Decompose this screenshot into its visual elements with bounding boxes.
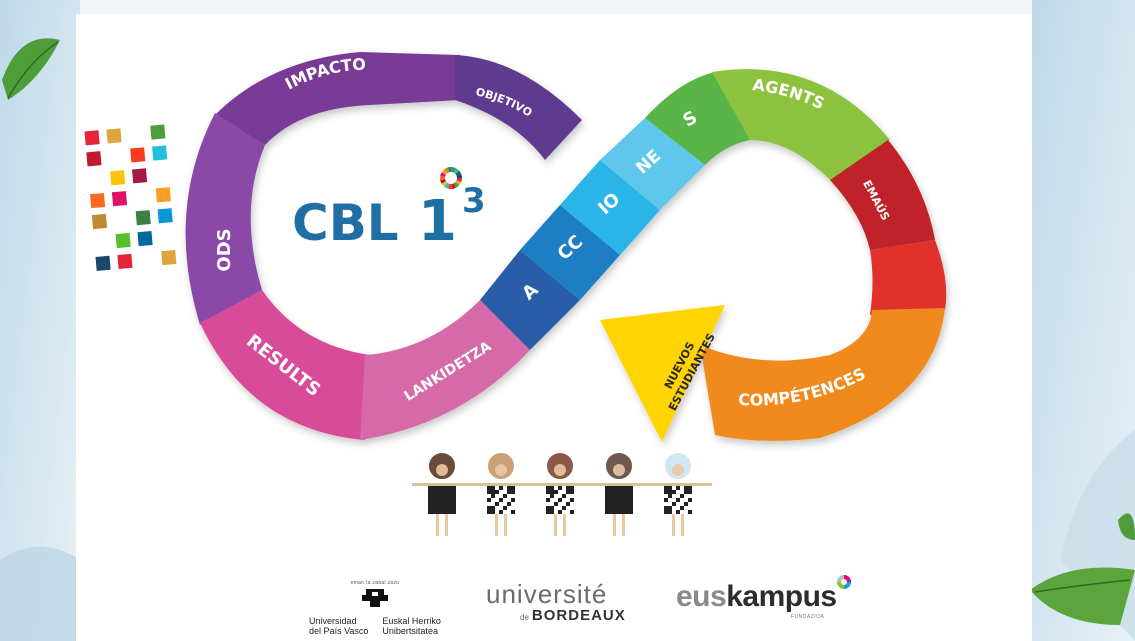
logo-ehu: eman ta zabal zazu Universidad del País … [300,580,450,636]
qr-code-icon [487,486,515,514]
euskampus-eus: eus [676,580,727,613]
sdg-icon [152,145,168,161]
ehu-tree-icon [362,589,388,607]
segment-cc [520,205,620,300]
students-row [412,451,712,536]
segment-competences [700,308,945,441]
sdg-icon [84,130,100,146]
title-exponent: 3 [462,181,486,221]
qr-code-icon [546,486,574,514]
leg [445,514,448,536]
students-bar [412,483,712,486]
leaf-icon [1030,513,1135,625]
title-main: CBL [292,194,399,252]
leg [504,514,507,536]
ehu-name-es-line1: Universidad [309,616,357,626]
qr-code-icon [428,486,456,514]
sdg-icon [111,191,128,207]
leg [681,514,684,536]
ehu-motto: eman ta zabal zazu [350,580,400,586]
segment-ods [185,113,265,325]
logo-euskampus: euskampus FUNDAZIOA [676,575,851,632]
ehu-name-eu-line2: Unibertsitatea [382,626,438,636]
ehu-name-eu: Euskal Herriko Unibertsitatea [382,616,441,636]
leg [554,514,557,536]
sdg-icon [89,192,106,209]
sdg-icon [150,124,166,140]
sdg-icon [86,151,102,167]
segment-impacto [215,52,460,145]
sdg-icon [161,250,177,266]
segment-objetivo [455,55,582,160]
segment-ne [600,118,705,210]
sdg-icon [131,168,148,184]
sdg-icon [115,232,131,249]
nuevos-estudiantes-arrow [600,305,725,442]
segment-ods-label: ODS [214,228,235,271]
ubx-word: université [486,579,608,609]
euskampus-fundazioa: FUNDAZIOA [791,614,825,620]
sdg-icons-grid [77,117,188,284]
leg [563,514,566,536]
segment-a [480,250,580,350]
segment-io [560,160,660,255]
sdg-icon [135,210,151,226]
student-figure [486,451,516,536]
euskampus-word: euskampus [676,580,851,614]
title-digit: 1 [418,189,457,254]
segment-s [645,72,750,165]
leg [436,514,439,536]
segment-emaus [830,140,935,250]
leaf-icon [2,38,60,100]
leg [622,514,625,536]
sdg-icon [155,187,171,203]
segment-agents [712,69,890,180]
student-figure [663,451,693,536]
ehu-name-es-line2: del País Vasco [309,626,369,636]
sdg-wheel-icon [440,167,462,189]
leg [672,514,675,536]
segment-results [200,290,370,440]
qr-code-icon [605,486,633,514]
ubx-bordeaux: BORDEAUX [531,607,626,624]
sdg-icon [117,253,133,270]
sdg-icon [110,170,126,186]
sdg-icon [137,230,153,247]
euskampus-kampus: kampus [726,580,837,613]
euskampus-swirl-icon [837,575,851,589]
segment-lankidetza [360,300,530,440]
ubx-de: de [520,613,529,622]
sdg-icon [95,255,111,271]
sdg-icon [130,147,146,163]
student-figure [545,451,575,536]
sdg-icon [106,128,122,144]
qr-code-icon [664,486,692,514]
ehu-name-eu-line1: Euskal Herriko [382,616,441,626]
segment-red [870,240,947,315]
sdg-icon [91,213,107,230]
student-figure [427,451,457,536]
cbl-title: CBL 1 3 [292,167,486,254]
leg [613,514,616,536]
sdg-icon [157,208,173,224]
leg [495,514,498,536]
ehu-name-es: Universidad del País Vasco [309,616,368,636]
student-figure [604,451,634,536]
